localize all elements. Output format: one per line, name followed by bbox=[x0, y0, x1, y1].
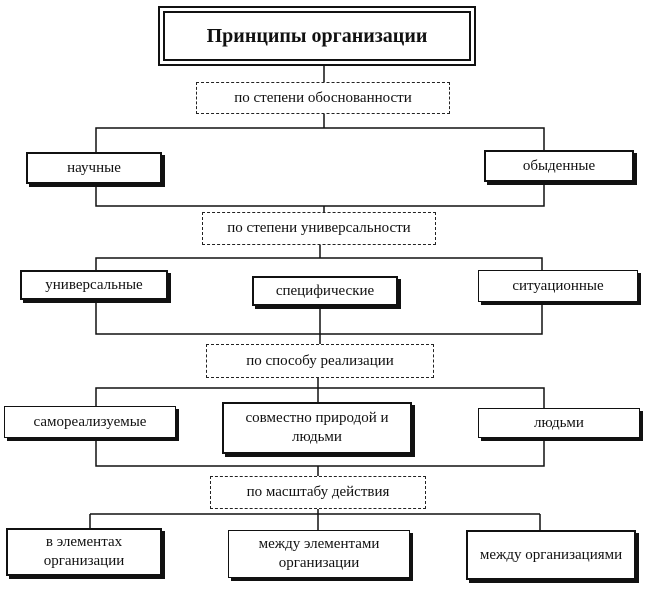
node-self-implementing: самореализуемые bbox=[4, 406, 176, 438]
node-specific: специфические bbox=[252, 276, 398, 306]
node-in-elements: в элементах организации bbox=[6, 528, 162, 576]
criterion-universality: по степени универсальности bbox=[202, 212, 436, 245]
criterion-justification: по степени обоснованности bbox=[196, 82, 450, 114]
node-everyday: обыденные bbox=[484, 150, 634, 182]
diagram-title: Принципы организации bbox=[158, 6, 476, 66]
node-nature-and-people: совместно природой и людьми bbox=[222, 402, 412, 454]
node-situational: ситуационные bbox=[478, 270, 638, 302]
node-between-elements: между элементами организации bbox=[228, 530, 410, 578]
diagram-title-text: Принципы организации bbox=[163, 11, 471, 61]
criterion-scale: по масштабу действия bbox=[210, 476, 426, 509]
node-scientific: научные bbox=[26, 152, 162, 184]
criterion-implementation: по способу реализации bbox=[206, 344, 434, 378]
node-between-organizations: между организациями bbox=[466, 530, 636, 580]
node-people: людьми bbox=[478, 408, 640, 438]
node-universal: универсальные bbox=[20, 270, 168, 300]
